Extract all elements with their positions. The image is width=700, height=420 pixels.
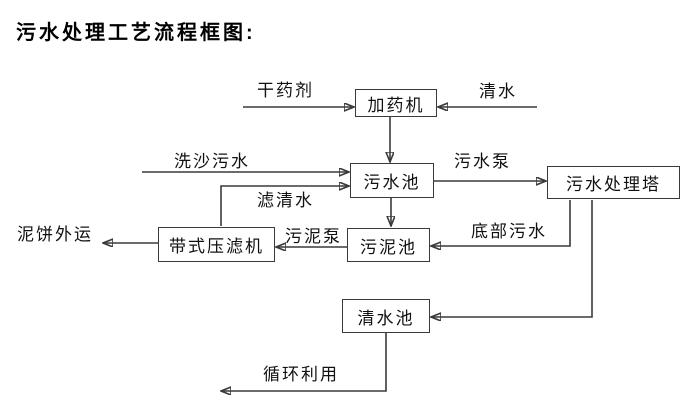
label-sewage-pump: 污水泵 bbox=[454, 152, 511, 171]
node-dosing-machine: 加药机 bbox=[355, 89, 437, 117]
arrow-clean-pool-to-recycle bbox=[221, 333, 387, 391]
label-sludge-pump: 污泥泵 bbox=[285, 227, 342, 246]
label-dry-agent: 干药剂 bbox=[257, 81, 314, 100]
label-bottom-sewage: 底部污水 bbox=[471, 222, 547, 241]
label-filtered-water: 滤清水 bbox=[257, 191, 314, 210]
page-title: 污水处理工艺流程框图: bbox=[16, 22, 256, 44]
label-sand-washing-sewage: 洗沙污水 bbox=[174, 152, 250, 171]
arrow-bottom-sewage-to-sludge-pool bbox=[431, 200, 571, 246]
label-recycle-use: 循环利用 bbox=[263, 365, 339, 384]
node-treatment-tower: 污水处理塔 bbox=[547, 166, 680, 199]
label-clean-water: 清水 bbox=[479, 82, 517, 101]
node-sewage-pool: 污水池 bbox=[350, 163, 434, 198]
arrow-filtered-water-to-sewage-pool bbox=[220, 186, 349, 226]
label-mud-cake-out: 泥饼外运 bbox=[17, 225, 93, 244]
node-clean-water-pool: 清水池 bbox=[342, 299, 430, 333]
arrow-tower-to-clean-pool bbox=[431, 200, 593, 317]
node-belt-filter-press: 带式压滤机 bbox=[158, 227, 275, 262]
node-sludge-pool: 污泥池 bbox=[347, 228, 430, 262]
